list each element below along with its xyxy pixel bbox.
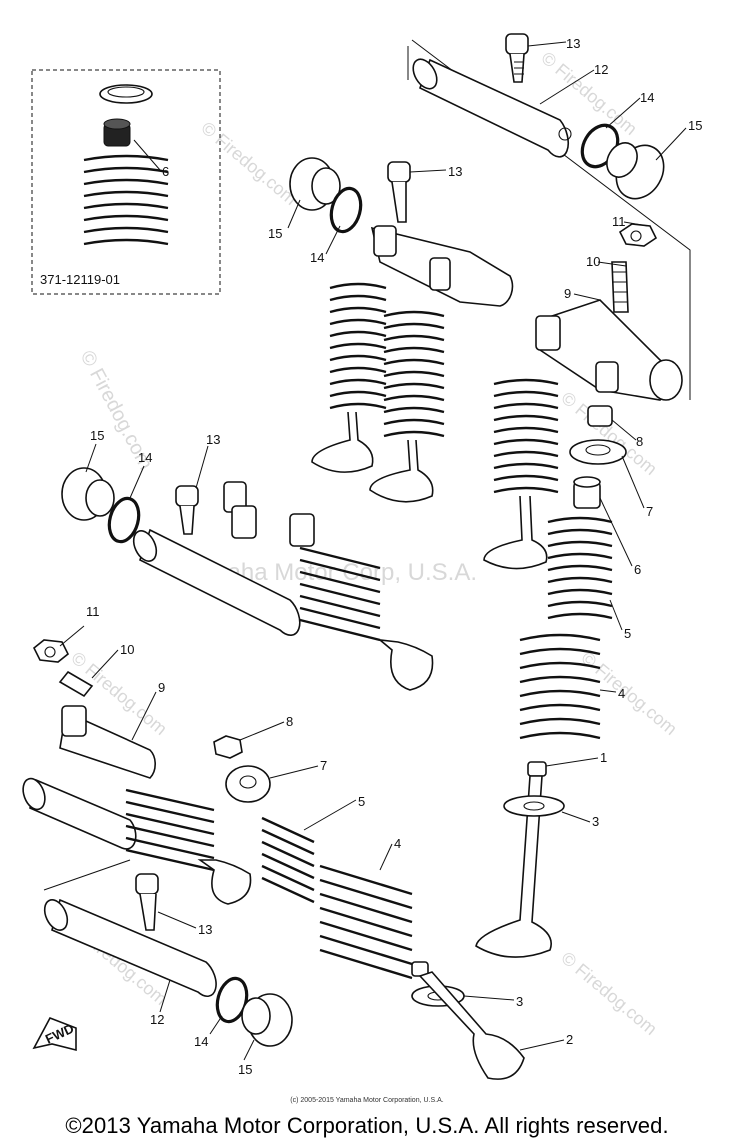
center-lower-parts: 8 7 5 4 xyxy=(213,714,413,980)
footer-copyright: ©2013 Yamaha Motor Corporation, U.S.A. A… xyxy=(65,1113,669,1138)
inset-box: 6 371-12119-01 xyxy=(31,69,221,295)
callout-6: 6 xyxy=(634,562,641,577)
callout-3: 3 xyxy=(516,994,523,1009)
top-rocker-shaft: 13 12 14 15 xyxy=(407,33,702,400)
callout-7: 7 xyxy=(646,504,653,519)
callout-14: 14 xyxy=(640,90,654,105)
bottom-valve-group: 3 2 xyxy=(411,961,573,1080)
callout-5: 5 xyxy=(624,626,631,641)
callout-4: 4 xyxy=(618,686,625,701)
upper-valve-group: 15 14 13 xyxy=(268,157,514,503)
callout-12: 12 xyxy=(150,1012,164,1027)
watermark-firedog: © Firedog.com xyxy=(557,388,660,479)
callout-12: 12 xyxy=(594,62,608,77)
bottom-shaft-group: FWD 13 12 14 15 xyxy=(32,859,293,1077)
callout-14: 14 xyxy=(138,450,152,465)
callout-13: 13 xyxy=(206,432,220,447)
callout-11: 11 xyxy=(86,604,100,619)
callout-8: 8 xyxy=(286,714,293,729)
callout-8: 8 xyxy=(636,434,643,449)
callout-7: 7 xyxy=(320,758,327,773)
callout-3: 3 xyxy=(592,814,599,829)
callout-13: 13 xyxy=(198,922,212,937)
callout-10: 10 xyxy=(586,254,600,269)
right-valve-stack: 11 10 9 8 7 6 5 4 1 3 xyxy=(475,214,683,958)
callout-15: 15 xyxy=(90,428,104,443)
lower-left-group: 11 10 9 xyxy=(22,604,252,905)
callout-13: 13 xyxy=(566,36,580,51)
callout-15: 15 xyxy=(268,226,282,241)
watermark-firedog: © Firedog.com xyxy=(557,948,660,1039)
callout-15: 15 xyxy=(688,118,702,133)
callout-4: 4 xyxy=(394,836,401,851)
left-middle-group: 15 14 13 xyxy=(61,428,434,691)
callout-13: 13 xyxy=(448,164,462,179)
callout-9: 9 xyxy=(158,680,165,695)
callout-2: 2 xyxy=(566,1032,573,1047)
callout-6: 6 xyxy=(162,164,169,179)
small-copyright-text: (c) 2005-2015 Yamaha Motor Corporation, … xyxy=(290,1097,444,1104)
callout-1: 1 xyxy=(600,750,607,765)
callout-5: 5 xyxy=(358,794,365,809)
callout-14: 14 xyxy=(194,1034,208,1049)
part-number-label: 371-12119-01 xyxy=(40,272,120,287)
callout-14: 14 xyxy=(310,250,324,265)
callout-9: 9 xyxy=(564,286,571,301)
watermark-firedog: © Firedog.com xyxy=(197,118,300,209)
callout-10: 10 xyxy=(120,642,134,657)
callout-15: 15 xyxy=(238,1062,252,1077)
callout-11: 11 xyxy=(612,214,626,229)
